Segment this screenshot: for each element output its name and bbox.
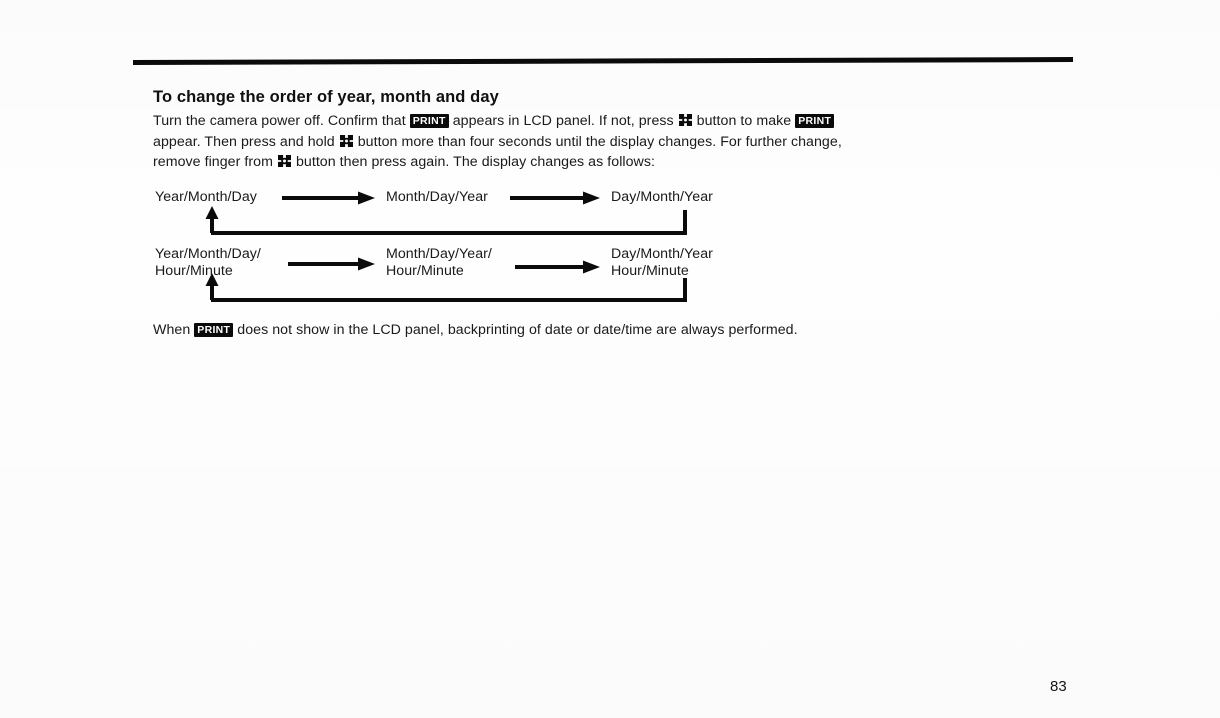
body-text-seg4: appear. Then press and hold (153, 133, 339, 150)
date-print-button-icon (277, 155, 291, 167)
page-title: To change the order of year, month and d… (153, 88, 499, 106)
flow-node-r1-1: Year/Month/Day (155, 189, 257, 205)
flow-arrow-r2-1 (288, 257, 375, 271)
date-print-button-icon (339, 134, 353, 147)
print-badge-icon: PRINT (194, 323, 234, 337)
body-text-seg3: button to make (692, 113, 796, 129)
body-text-seg2: appears in LCD panel. If not, press (448, 113, 678, 129)
footer-paragraph: When PRINT does not show in the LCD pane… (153, 320, 913, 341)
body-paragraph: Turn the camera power off. Confirm that … (153, 111, 873, 173)
header-rule (132, 57, 1074, 65)
flow-node-r2-1: Year/Month/Day/ Hour/Minute (155, 246, 261, 279)
flow-loop-r1 (205, 206, 687, 235)
body-text-seg6: button then press again. The display cha… (291, 154, 655, 170)
flow-node-r2-3: Day/Month/Year Hour/Minute (611, 246, 713, 279)
footer-text-seg1: When (153, 322, 195, 338)
footer-text-seg2: does not show in the LCD panel, backprin… (233, 322, 798, 338)
flow-arrow-r1-1 (282, 191, 375, 205)
flow-arrow-r2-2 (515, 260, 600, 274)
page-number: 83 (1050, 678, 1067, 695)
flow-node-r2-2: Month/Day/Year/ Hour/Minute (386, 246, 492, 279)
date-print-button-icon (678, 114, 692, 126)
body-text-seg1: Turn the camera power off. Confirm that (153, 113, 410, 129)
print-badge-icon: PRINT (409, 114, 449, 128)
flow-node-r1-2: Month/Day/Year (386, 189, 488, 205)
print-badge-icon: PRINT (795, 114, 835, 128)
flow-arrow-r1-2 (510, 191, 600, 205)
flow-node-r1-3: Day/Month/Year (611, 189, 713, 205)
body-text-seg5: button more than four seconds until the … (153, 133, 842, 171)
